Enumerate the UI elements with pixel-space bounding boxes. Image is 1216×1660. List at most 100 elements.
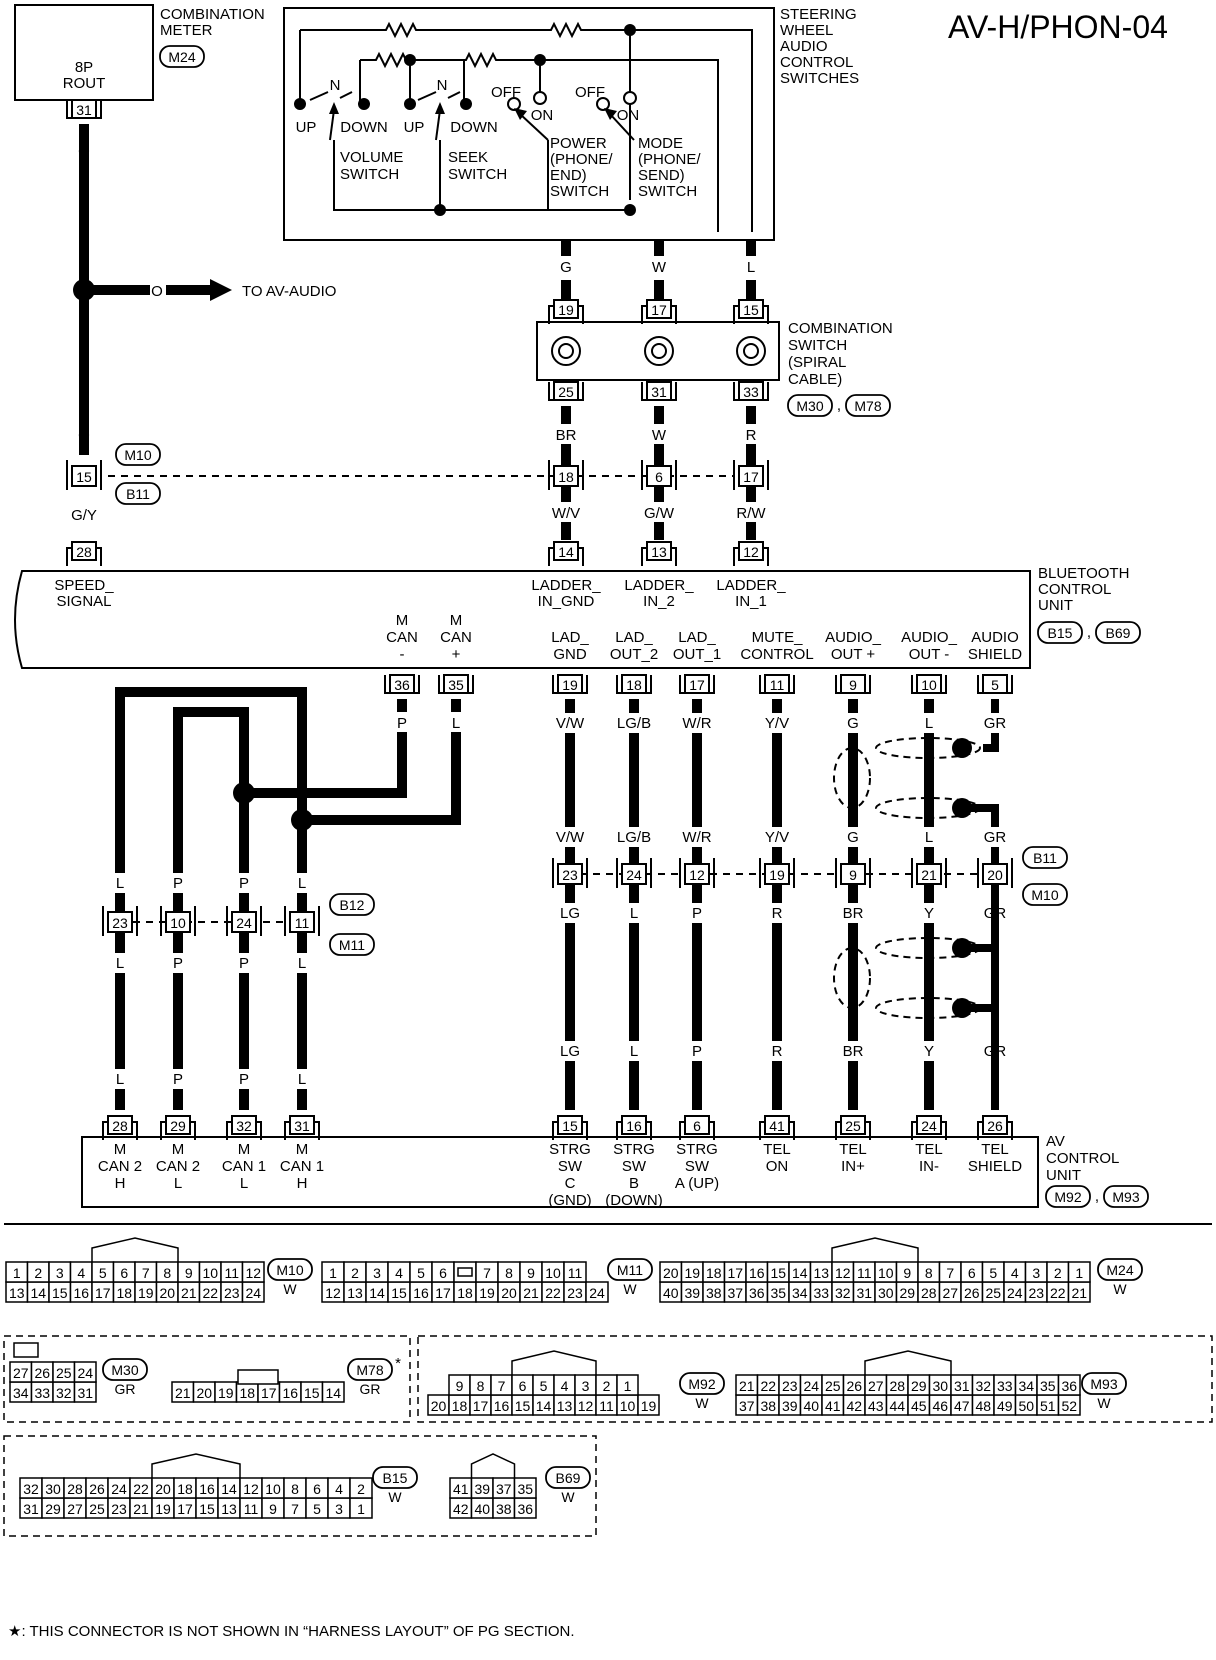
- wire-color: O: [78, 143, 90, 160]
- pin-box: [621, 863, 647, 885]
- pin-number: 11: [770, 677, 785, 693]
- connector-pin: 12: [733, 541, 769, 566]
- pin-bracket: [911, 858, 947, 888]
- wire-label-bg: [550, 424, 582, 444]
- terminal-number: 16: [199, 1481, 215, 1497]
- terminal-number: 7: [498, 1378, 506, 1394]
- terminal-number: 12: [245, 1265, 261, 1281]
- terminal-number: 24: [1007, 1285, 1023, 1301]
- av-pin-label: M: [296, 1141, 309, 1158]
- terminal-number: 19: [155, 1501, 171, 1517]
- av-pin-label: TEL: [915, 1141, 943, 1158]
- terminal-number: 12: [578, 1398, 594, 1414]
- terminal-number: 13: [813, 1265, 829, 1281]
- pin-box: [738, 465, 764, 487]
- connector-pin: 15: [733, 299, 769, 324]
- pin-box: [621, 674, 647, 694]
- terminal-number: 17: [261, 1385, 277, 1401]
- terminal-number: 8: [505, 1265, 513, 1281]
- terminal-number: 10: [620, 1398, 636, 1414]
- terminal-number: 42: [453, 1501, 469, 1517]
- connector-badge: M10: [115, 443, 161, 466]
- badge-oval: [102, 1358, 148, 1381]
- terminal-number: 1: [357, 1501, 365, 1517]
- bcu-pin-label: SIGNAL: [56, 593, 111, 610]
- terminal-number: 5: [99, 1265, 107, 1281]
- terminal-number: 52: [1061, 1398, 1077, 1414]
- terminal-number: 41: [825, 1398, 841, 1414]
- shield-loop: [833, 947, 871, 1009]
- bcu-pin-label: LADDER_: [716, 577, 786, 594]
- pin-bracket: [679, 858, 715, 888]
- terminal-number: 36: [1061, 1378, 1077, 1394]
- wire-label-bg: [973, 713, 1017, 733]
- switch-up-label: UP: [404, 119, 425, 136]
- terminal-number: 26: [34, 1365, 50, 1381]
- terminal-number: 21: [523, 1285, 539, 1301]
- wire-color: V/W: [556, 715, 585, 732]
- pin-number: 10: [170, 915, 186, 931]
- terminal-number: 26: [964, 1285, 980, 1301]
- terminal-number: 44: [889, 1398, 905, 1414]
- badge-oval: [329, 933, 375, 956]
- connector-badge: M11: [607, 1258, 653, 1281]
- terminal-number: 5: [989, 1265, 997, 1281]
- terminal-number: 15: [770, 1265, 786, 1281]
- terminal-number: 40: [663, 1285, 679, 1301]
- splice-dot: [233, 782, 255, 804]
- terminal-number: 16: [282, 1385, 298, 1401]
- wire-color: R: [746, 427, 757, 444]
- wire-color: LG/B: [617, 715, 651, 732]
- terminal-number: 7: [946, 1265, 954, 1281]
- terminal-number: 19: [218, 1385, 234, 1401]
- terminal-number: 16: [413, 1285, 429, 1301]
- terminal-number: 11: [568, 1265, 583, 1281]
- bcu-pin-label: LADDER_: [624, 577, 694, 594]
- wire-color: G: [847, 829, 859, 846]
- pin-box: [553, 299, 579, 319]
- badge-oval: [607, 1258, 653, 1281]
- connector-pin: 17: [733, 460, 769, 490]
- terminal-number: 11: [224, 1265, 239, 1281]
- wire-label-bg: [110, 1069, 130, 1089]
- badge-oval: [1022, 883, 1068, 906]
- connector-pin: 28: [66, 541, 102, 566]
- connector-badge: B15: [1037, 621, 1083, 644]
- pin-number: 14: [558, 544, 574, 560]
- spiral-coil: [736, 336, 766, 366]
- terminal-number: 34: [1018, 1378, 1034, 1394]
- terminal-number: 37: [739, 1398, 755, 1414]
- shield-loop: [833, 747, 871, 809]
- wire-label-bg: [907, 713, 951, 733]
- pin-number: 10: [921, 677, 937, 693]
- terminal-number: 27: [13, 1365, 29, 1381]
- terminal-number: 36: [749, 1285, 765, 1301]
- pin-box: [738, 299, 764, 319]
- to-av-audio-label: TO AV-AUDIO: [242, 283, 336, 300]
- wire-color: BR: [556, 427, 577, 444]
- wire-color: V/W: [556, 829, 585, 846]
- terminal-number: 18: [706, 1265, 722, 1281]
- pin-box: [684, 674, 710, 694]
- terminal-number: 27: [942, 1285, 958, 1301]
- wire-color: P: [692, 1043, 702, 1060]
- terminal-number: 8: [477, 1378, 485, 1394]
- wire-label-bg: [755, 827, 799, 847]
- wire-color: L: [116, 875, 124, 892]
- wire-label-bg: [234, 953, 254, 973]
- terminal-number: 9: [527, 1265, 535, 1281]
- connector-pin: 10: [911, 674, 947, 694]
- connector-id: M11: [617, 1262, 643, 1278]
- latch: [457, 1267, 473, 1277]
- pin-number: 28: [76, 544, 92, 560]
- connector-pin: 9: [835, 858, 871, 888]
- connector-id: M30: [796, 398, 823, 414]
- wire-label-bg: [64, 504, 104, 524]
- terminal-cell: [637, 1394, 660, 1416]
- m-can-wire: [302, 699, 461, 825]
- wire-color: R: [772, 905, 783, 922]
- terminal-number: 14: [221, 1481, 237, 1497]
- badge-oval: [545, 1466, 591, 1489]
